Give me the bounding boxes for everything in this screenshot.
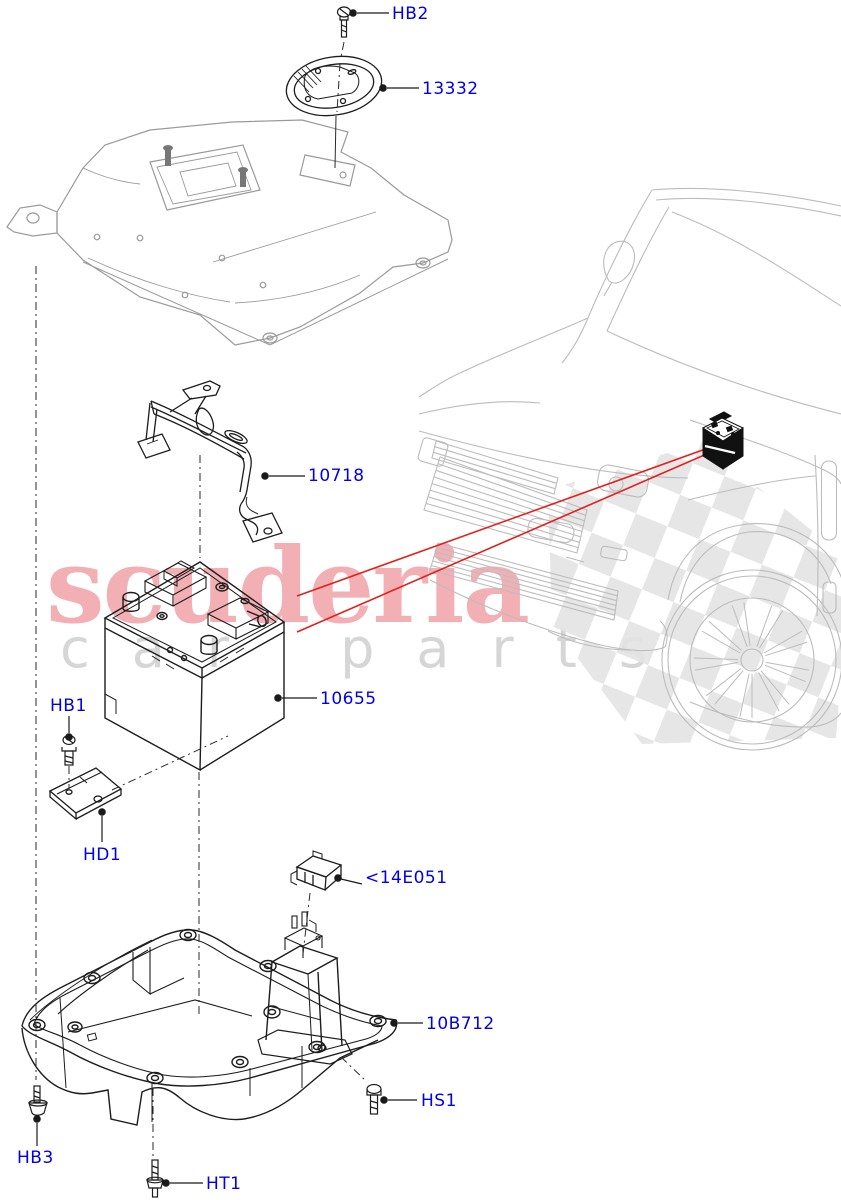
hb1-screw-drawing bbox=[61, 734, 77, 766]
ht1-bolt-drawing bbox=[146, 1159, 164, 1198]
callout-hb3[interactable]: HB3 bbox=[17, 1148, 54, 1168]
top-cover-drawing bbox=[6, 119, 453, 346]
callout-10b712[interactable]: 10B712 bbox=[426, 1014, 495, 1034]
hb2-screw-drawing bbox=[336, 6, 352, 38]
battery-location-icon bbox=[702, 411, 745, 470]
assembly-axis-lines bbox=[35, 41, 368, 1158]
cover-13332-drawing bbox=[285, 55, 383, 117]
fuse-cover-14e051-drawing bbox=[290, 850, 343, 891]
hd1-plate-drawing bbox=[48, 767, 123, 821]
vehicle-illustration bbox=[417, 187, 841, 751]
callout-14e051[interactable]: <14E051 bbox=[365, 868, 448, 888]
callout-10718[interactable]: 10718 bbox=[308, 466, 365, 486]
tray-10b712-drawing bbox=[21, 911, 398, 1126]
callout-hb1[interactable]: HB1 bbox=[50, 696, 87, 716]
battery-10655-drawing bbox=[103, 560, 286, 772]
bracket-10718-drawing bbox=[137, 380, 283, 543]
checkered-flag-watermark bbox=[548, 442, 841, 744]
callout-hb2[interactable]: HB2 bbox=[392, 4, 429, 24]
callout-ht1[interactable]: HT1 bbox=[206, 1174, 242, 1194]
callout-10655[interactable]: 10655 bbox=[320, 689, 377, 709]
callout-hs1[interactable]: HS1 bbox=[421, 1091, 457, 1111]
callout-hd1[interactable]: HD1 bbox=[83, 845, 122, 865]
hb3-bolt-drawing bbox=[28, 1085, 48, 1116]
axis-solid-segment bbox=[334, 115, 337, 169]
callout-13332[interactable]: 13332 bbox=[422, 79, 479, 99]
hs1-bolt-drawing bbox=[366, 1083, 382, 1115]
battery-location-lines bbox=[296, 446, 712, 633]
callout-leader-lines bbox=[33, 9, 423, 1187]
